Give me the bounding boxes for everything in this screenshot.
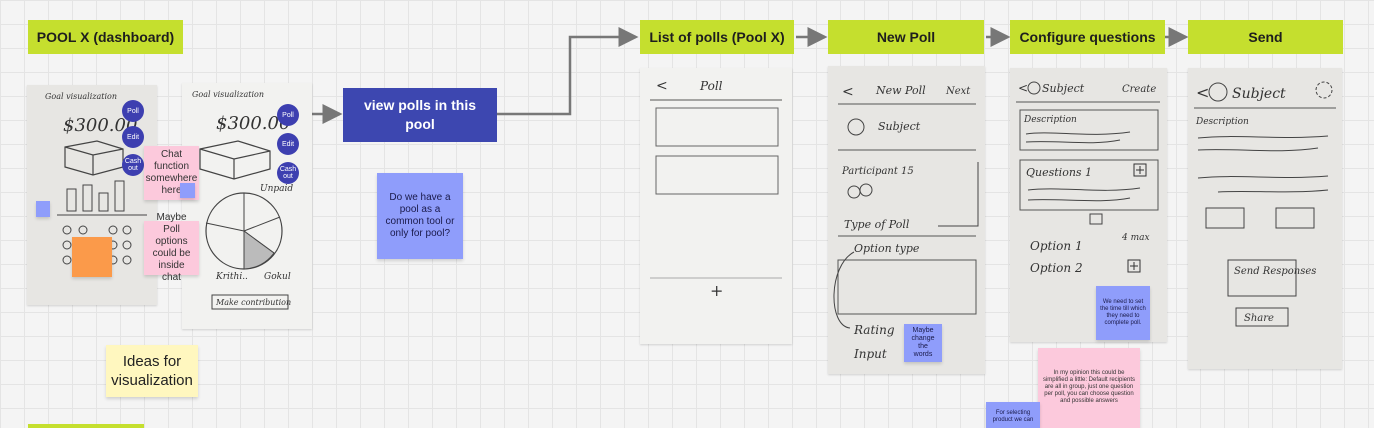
sticky-change-words: Maybe change the words (904, 324, 942, 362)
new-poll-rating: Rating (853, 323, 895, 337)
arrow-action-to-list (497, 27, 639, 116)
send-subject: Subject (1232, 86, 1286, 102)
sketch2-gokul: Gokul (264, 272, 291, 282)
sketch1-edit-button[interactable]: Edit (122, 126, 144, 148)
configure-subject: Subject (1042, 82, 1085, 95)
new-poll-participant: Participant 15 (841, 166, 914, 177)
sticky-selecting-product: For selecting product we can (986, 402, 1040, 428)
configure-option2: Option 2 (1030, 261, 1083, 275)
sticky-set-time: We need to set the time till which they … (1096, 286, 1150, 340)
new-poll-option-type: Option type (854, 242, 920, 255)
configure-option1: Option 1 (1030, 239, 1083, 253)
sketch2-unpaid: Unpaid (260, 184, 293, 194)
sketch1-title: Goal visualization (45, 92, 117, 101)
configure-create: Create (1122, 84, 1156, 95)
dashboard-sketch-2: Goal visualization $300.00 Unpaid Krithi… (182, 83, 312, 329)
step-pool-dashboard: POOL X (dashboard) (28, 20, 183, 54)
step-new-poll: New Poll (828, 20, 984, 54)
sketch2-edit-button[interactable]: Edit (277, 133, 299, 155)
new-poll-type: Type of Poll (844, 218, 910, 231)
step-configure-questions: Configure questions (1010, 20, 1165, 54)
step-send: Send (1188, 20, 1343, 54)
sticky-ideas-visualization: Ideas for visualization (106, 345, 198, 397)
view-polls-action[interactable]: view polls in this pool (343, 88, 497, 142)
step-list-of-polls: List of polls (Pool X) (640, 20, 794, 54)
send-description: Description (1195, 117, 1249, 127)
send-share-button: Share (1244, 313, 1274, 324)
sketch2-amount: $300.00 (216, 113, 290, 134)
sketch1-poll-button[interactable]: Poll (122, 100, 144, 122)
sketch1-cashout-button[interactable]: Cash out (122, 154, 144, 176)
sticky-simplify: In my opinion this could be simplified a… (1038, 348, 1140, 428)
sketch2-poll-button[interactable]: Poll (277, 104, 299, 126)
new-poll-title: New Poll (875, 84, 926, 97)
send-sketch: < Subject Description Send Responses Sha… (1188, 68, 1342, 369)
poll-list-back: < (656, 78, 668, 94)
new-poll-next: Next (945, 86, 971, 97)
tiny-blue-sticky (36, 201, 50, 217)
poll-list-title: Poll (699, 79, 723, 93)
poll-list-sketch: < Poll + (640, 68, 792, 344)
orange-sticky (72, 237, 112, 277)
poll-list-add: + (710, 281, 723, 300)
sketch2-contribution-button: Make contribution (215, 298, 291, 307)
configure-max: 4 max (1121, 233, 1150, 243)
send-responses-button: Send Responses (1234, 266, 1316, 277)
configure-question: Questions 1 (1026, 166, 1092, 179)
sketch2-cashout-button[interactable]: Cash out (277, 162, 299, 184)
new-poll-subject: Subject (878, 120, 921, 133)
svg-text:<: < (1196, 83, 1209, 102)
sticky-common-tool: Do we have a pool as a common tool or on… (377, 173, 463, 259)
configure-description: Description (1023, 115, 1077, 125)
sketch2-krithi: Krithi.. (215, 272, 248, 282)
svg-text:<: < (842, 84, 854, 100)
svg-text:<: < (1018, 81, 1028, 95)
sketch1-amount: $300.00 (63, 115, 137, 136)
tiny-blue-sticky-2 (180, 183, 195, 198)
new-poll-input: Input (853, 347, 887, 361)
sticky-poll-options: Maybe Poll options could be inside chat (144, 212, 199, 283)
sketch2-title: Goal visualization (192, 90, 264, 99)
new-poll-sketch: < New Poll Next Subject Participant 15 T… (828, 66, 985, 374)
partial-green-label (28, 424, 144, 428)
